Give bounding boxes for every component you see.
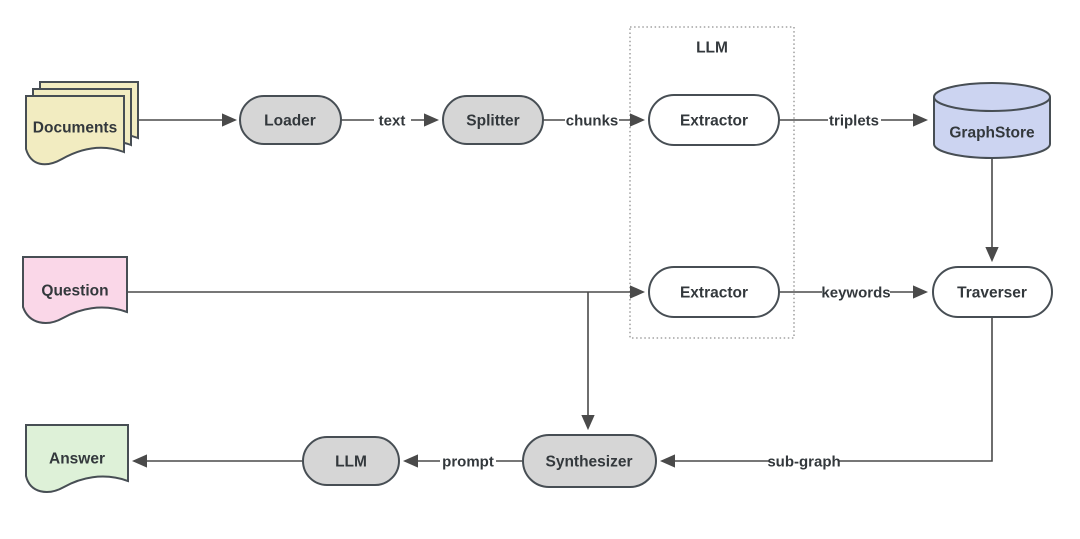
loader-shape — [239, 95, 342, 145]
loader-label: Loader — [264, 112, 316, 129]
edge-label-triplets: triplets — [828, 112, 881, 129]
documents-page-front — [25, 95, 125, 166]
graphstore-label: GraphStore — [949, 124, 1035, 141]
edge-label-text: text — [374, 112, 411, 129]
llm-group-label: LLM — [696, 39, 728, 56]
edge-label-sub-graph-value: sub-graph — [767, 453, 840, 470]
edge-label-text-value: text — [379, 112, 406, 129]
node-answer: Answer — [25, 424, 129, 493]
edge-labels-layer: text chunks triplets keywords prompt sub… — [374, 112, 891, 470]
extractor-mid-shape — [648, 266, 780, 318]
edge-label-keywords-bg — [822, 284, 890, 301]
edge-label-chunks-bg — [565, 112, 619, 129]
edge-label-keywords: keywords — [821, 284, 891, 301]
node-loader: Loader — [239, 95, 342, 145]
edge-label-prompt-bg — [440, 453, 496, 470]
edge-label-chunks-value: chunks — [566, 112, 619, 129]
edge-label-prompt: prompt — [440, 453, 496, 470]
node-extractor-mid: Extractor — [648, 266, 780, 318]
node-extractor-top: Extractor — [648, 94, 780, 146]
llm-group-border — [629, 26, 795, 339]
llm-group: LLM — [629, 26, 795, 339]
node-traverser: Traverser — [932, 266, 1053, 318]
splitter-label: Splitter — [466, 112, 519, 129]
documents-label: Documents — [33, 119, 117, 136]
edge-label-prompt-value: prompt — [442, 453, 494, 470]
node-graphstore: GraphStore — [933, 82, 1051, 159]
edge-label-sub-graph-bg — [769, 453, 839, 470]
traverser-shape — [932, 266, 1053, 318]
synthesizer-shape — [522, 434, 657, 488]
edge-label-keywords-value: keywords — [821, 284, 890, 301]
node-synthesizer: Synthesizer — [522, 434, 657, 488]
llm-node-label: LLM — [335, 453, 367, 470]
extractor-top-label: Extractor — [680, 112, 748, 129]
splitter-shape — [442, 95, 544, 145]
edge-label-text-bg — [374, 112, 411, 129]
edge-label-sub-graph: sub-graph — [767, 453, 841, 470]
edge-label-triplets-bg — [828, 112, 881, 129]
question-label: Question — [41, 282, 108, 299]
graphstore-cylinder-body — [933, 97, 1051, 159]
edge-label-chunks: chunks — [565, 112, 619, 129]
extractor-top-shape — [648, 94, 780, 146]
node-documents: Documents — [25, 81, 139, 166]
question-shape — [22, 256, 128, 324]
edge-label-triplets-value: triplets — [829, 112, 879, 129]
edge-traverser-synthesizer — [659, 317, 993, 468]
answer-label: Answer — [49, 450, 105, 467]
synthesizer-label: Synthesizer — [545, 453, 632, 470]
node-question: Question — [22, 256, 128, 324]
extractor-mid-label: Extractor — [680, 284, 748, 301]
node-llm: LLM — [302, 436, 400, 486]
answer-shape — [25, 424, 129, 493]
node-splitter: Splitter — [442, 95, 544, 145]
llm-node-shape — [302, 436, 400, 486]
traverser-label: Traverser — [957, 284, 1027, 301]
graphstore-cylinder-top — [933, 82, 1051, 112]
